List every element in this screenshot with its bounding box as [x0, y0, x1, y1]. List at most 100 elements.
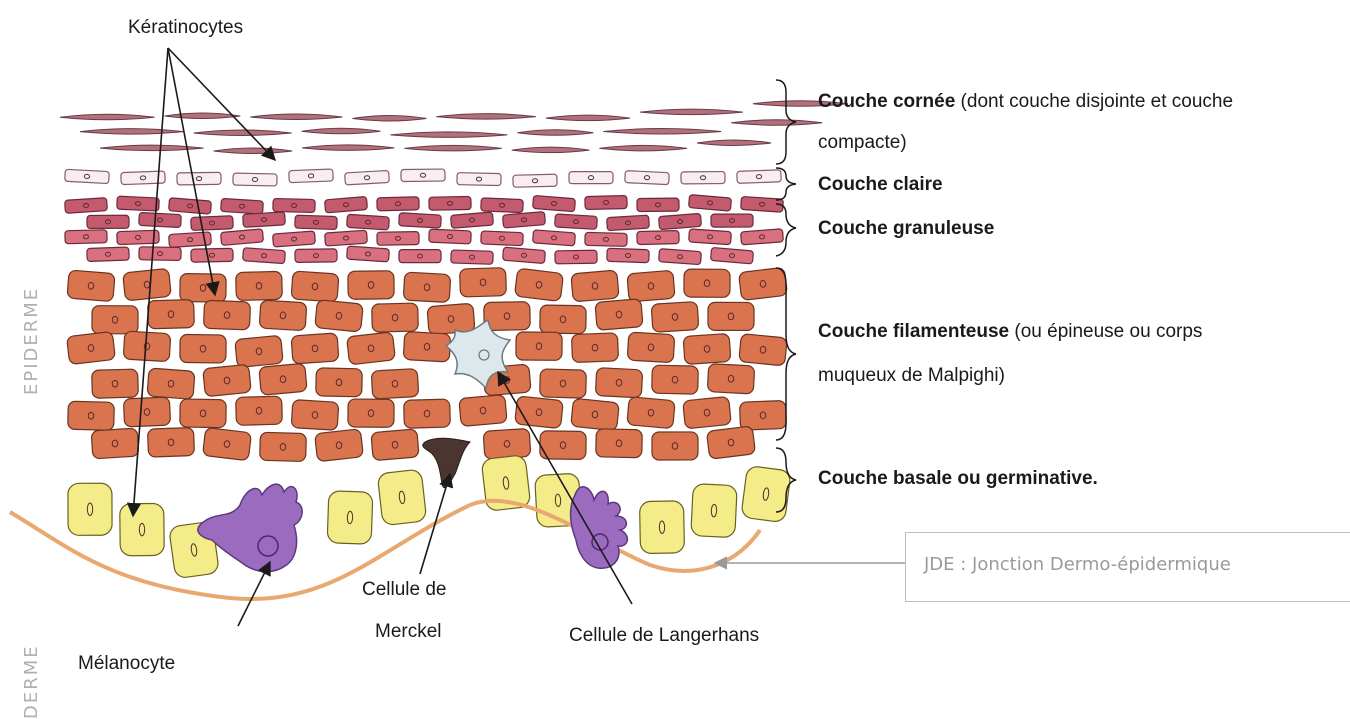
basal-cell	[327, 491, 373, 544]
spinous-cell-body	[372, 303, 419, 332]
spinous-cell-body	[595, 299, 643, 331]
spinous-cell	[372, 303, 419, 332]
granular-cell-body	[295, 249, 337, 263]
spinous-cell	[148, 300, 195, 329]
spinous-cell	[91, 428, 139, 459]
granular-cell-body	[711, 247, 754, 264]
spinous-cell-body	[236, 396, 283, 425]
spinous-cell-body	[291, 271, 339, 302]
spinous-cell-body	[260, 432, 307, 461]
spinous-cell-body	[68, 401, 115, 430]
spinous-cell	[683, 396, 732, 429]
layer-basal-label: Couche basale ou germinative.	[818, 467, 1098, 491]
clear-layer-cells	[65, 169, 781, 187]
granular-cell-body	[117, 196, 160, 211]
spinous-cell-body	[514, 268, 563, 301]
spinous-cell	[595, 299, 643, 331]
basal-cell	[377, 469, 427, 526]
spinous-cell-body	[291, 333, 339, 364]
spinous-cell-body	[707, 364, 754, 394]
spinous-cell-body	[540, 369, 587, 398]
spinous-cell-body	[348, 271, 394, 300]
clear-cell	[457, 173, 501, 186]
granular-cell-body	[347, 214, 390, 230]
layer-spinous-label: Couche filamenteuse (ou épineuse ou corp…	[818, 320, 1202, 344]
granular-cell-body	[399, 250, 441, 263]
granular-cell-body	[689, 229, 732, 245]
granular-cell	[533, 230, 576, 246]
spinous-cell	[235, 335, 283, 367]
granular-cell	[87, 215, 129, 228]
granular-cell-body	[637, 231, 679, 245]
granular-cell	[429, 196, 471, 210]
corneum-cell	[436, 114, 535, 120]
granular-cell-body	[325, 196, 368, 212]
spinous-cell	[348, 271, 394, 300]
spinous-cell	[315, 429, 364, 462]
granular-cell-body	[451, 250, 493, 264]
spinous-cell-body	[348, 399, 394, 427]
spinous-cell-body	[739, 267, 788, 300]
granular-cell	[533, 195, 576, 211]
corneum-cell	[603, 128, 721, 134]
spinous-cell	[347, 332, 396, 365]
spinous-cell-body	[683, 333, 731, 364]
spinous-cell-body	[627, 397, 675, 429]
granular-cell-body	[503, 212, 546, 228]
layer-clear-label: Couche claire	[818, 173, 943, 197]
layer-spinous-name: Couche filamenteuse	[818, 321, 1009, 342]
melanocyte-cell-2	[571, 487, 628, 568]
granular-cell-body	[451, 212, 494, 228]
spinous-cell-body	[180, 274, 226, 303]
granular-cell	[221, 229, 264, 246]
spinous-cell-body	[316, 368, 363, 397]
basal-cell-body	[120, 503, 165, 556]
spinous-cell-body	[371, 429, 419, 461]
granular-cell	[243, 212, 286, 228]
spinous-cell	[404, 399, 451, 428]
clear-cell	[233, 173, 277, 186]
spinous-cell	[291, 400, 339, 431]
spinous-cell-body	[147, 368, 195, 399]
granular-cell-body	[585, 196, 627, 210]
granular-cell	[607, 248, 649, 262]
spinous-cell	[147, 368, 195, 399]
granular-layer-cells	[65, 195, 784, 265]
spinous-cell	[571, 333, 618, 363]
spinous-cell	[67, 270, 115, 302]
spinous-cell	[68, 401, 115, 430]
jde-label: JDE : Jonction Dermo-épidermique	[924, 554, 1231, 575]
layer-spinous-detail: (ou épineuse ou corps	[1009, 321, 1202, 342]
granular-cell	[637, 231, 679, 245]
granular-cell-body	[585, 232, 627, 246]
granular-cell-body	[429, 229, 472, 244]
spinous-cell	[627, 397, 675, 429]
granular-cell	[65, 198, 108, 214]
granular-cell-body	[87, 215, 129, 228]
corneum-cell	[404, 145, 501, 151]
arrow-keratinocyte-corneum	[168, 48, 275, 160]
spinous-cell	[203, 427, 252, 460]
corneum-cell	[731, 120, 822, 126]
granular-cell-body	[533, 195, 576, 211]
granular-cell	[273, 231, 316, 247]
granular-cell-body	[481, 198, 524, 213]
spinous-cell-body	[706, 426, 755, 459]
granular-cell-body	[503, 247, 546, 263]
basal-cell	[691, 484, 737, 538]
spinous-cell-body	[571, 333, 618, 363]
spinous-cell-body	[540, 305, 586, 334]
melanocyte-label: Mélanocyte	[78, 652, 175, 676]
corneum-cell	[250, 114, 342, 120]
clear-cell-body	[401, 169, 445, 182]
granular-cell	[169, 198, 212, 214]
granular-cell-body	[139, 212, 182, 227]
spinous-cell	[627, 332, 675, 363]
spinous-cell	[540, 369, 587, 398]
corneum-cell	[697, 140, 771, 146]
spinous-cell-body	[459, 395, 507, 427]
basal-cell	[120, 503, 165, 556]
spinous-cell	[571, 270, 619, 302]
clear-cell	[401, 169, 445, 182]
